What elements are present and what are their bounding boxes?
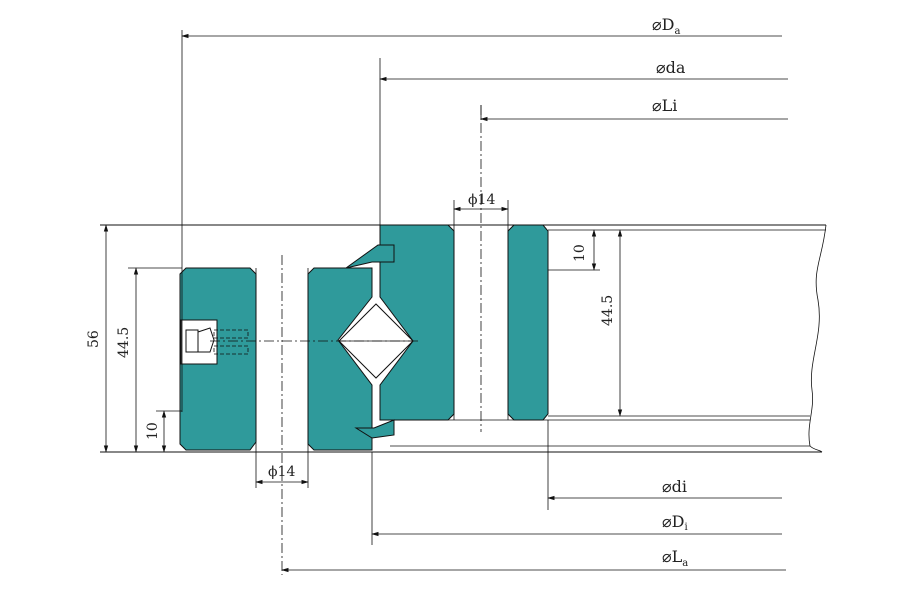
inner-height-label: 44.5	[600, 295, 616, 326]
inner-ring	[379, 224, 549, 421]
hole-bottom-label: ϕ14	[268, 464, 295, 480]
outer-ring	[179, 267, 373, 451]
seals	[345, 244, 395, 439]
hole-top-label: ϕ14	[468, 192, 495, 208]
inner-offset-label: 10	[572, 244, 588, 262]
label-La: ⌀La	[662, 547, 688, 569]
right-dimensions: 10 44.5	[548, 229, 623, 417]
outer-height-label: 44.5	[116, 327, 132, 358]
label-Di: ⌀Di	[662, 512, 688, 533]
outer-offset-label: 10	[145, 422, 161, 440]
label-di: ⌀di	[662, 477, 687, 496]
hole-dimension-top: ϕ14	[453, 192, 509, 225]
label-Da: ⌀Da	[652, 15, 680, 37]
label-da: ⌀da	[656, 58, 686, 77]
total-height-label: 56	[86, 330, 102, 348]
label-Li: ⌀Li	[652, 96, 677, 115]
left-dimensions: 56 44.5 10	[86, 224, 182, 453]
hole-dimension-bottom: ϕ14	[255, 450, 309, 488]
diameter-lines	[181, 30, 788, 573]
mounting-holes	[210, 105, 509, 575]
